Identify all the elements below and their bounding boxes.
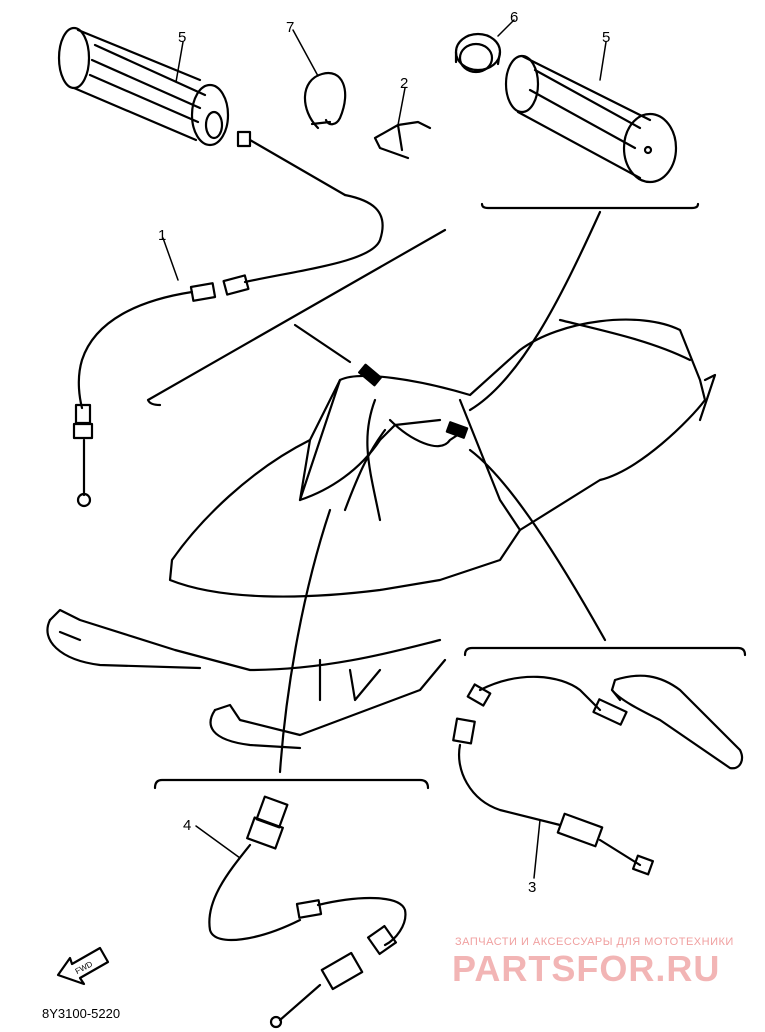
fwd-arrow: FWD [56,946,110,986]
callout-1: 1 [158,227,166,244]
drawing-code: 8Y3100-5220 [42,1006,121,1021]
callout-2: 2 [400,75,408,92]
collar-6 [454,32,502,74]
leader-lines [162,19,607,879]
callout-5-left: 5 [178,29,186,46]
brake-cable-3 [452,674,744,876]
callout-4: 4 [183,817,191,834]
watermark-logo: PARTSFOR.RU [452,948,721,989]
choke-cable-4 [208,795,407,1029]
callout-3: 3 [528,879,536,896]
snowmobile [46,318,717,750]
callout-7: 7 [286,19,294,36]
arrow-1 [293,323,352,364]
watermark-tagline: ЗАПЧАСТИ И АКСЕССУАРЫ ДЛЯ МОТОТЕХНИКИ [455,936,734,948]
arrow-bottom-left [278,508,332,774]
bracket-bottom-left [153,778,430,790]
arrow-top-right [468,210,602,412]
callout-6: 6 [510,9,518,26]
left-grip [57,26,230,147]
clip-2 [373,120,432,160]
bracket-right-top [480,202,700,210]
clip-7 [303,71,347,130]
bracket-right-bottom [463,646,747,657]
right-grip [504,54,678,184]
bracket-left-mid [146,228,447,407]
throttle-cable-1 [72,130,384,508]
callout-5-right: 5 [602,29,610,46]
